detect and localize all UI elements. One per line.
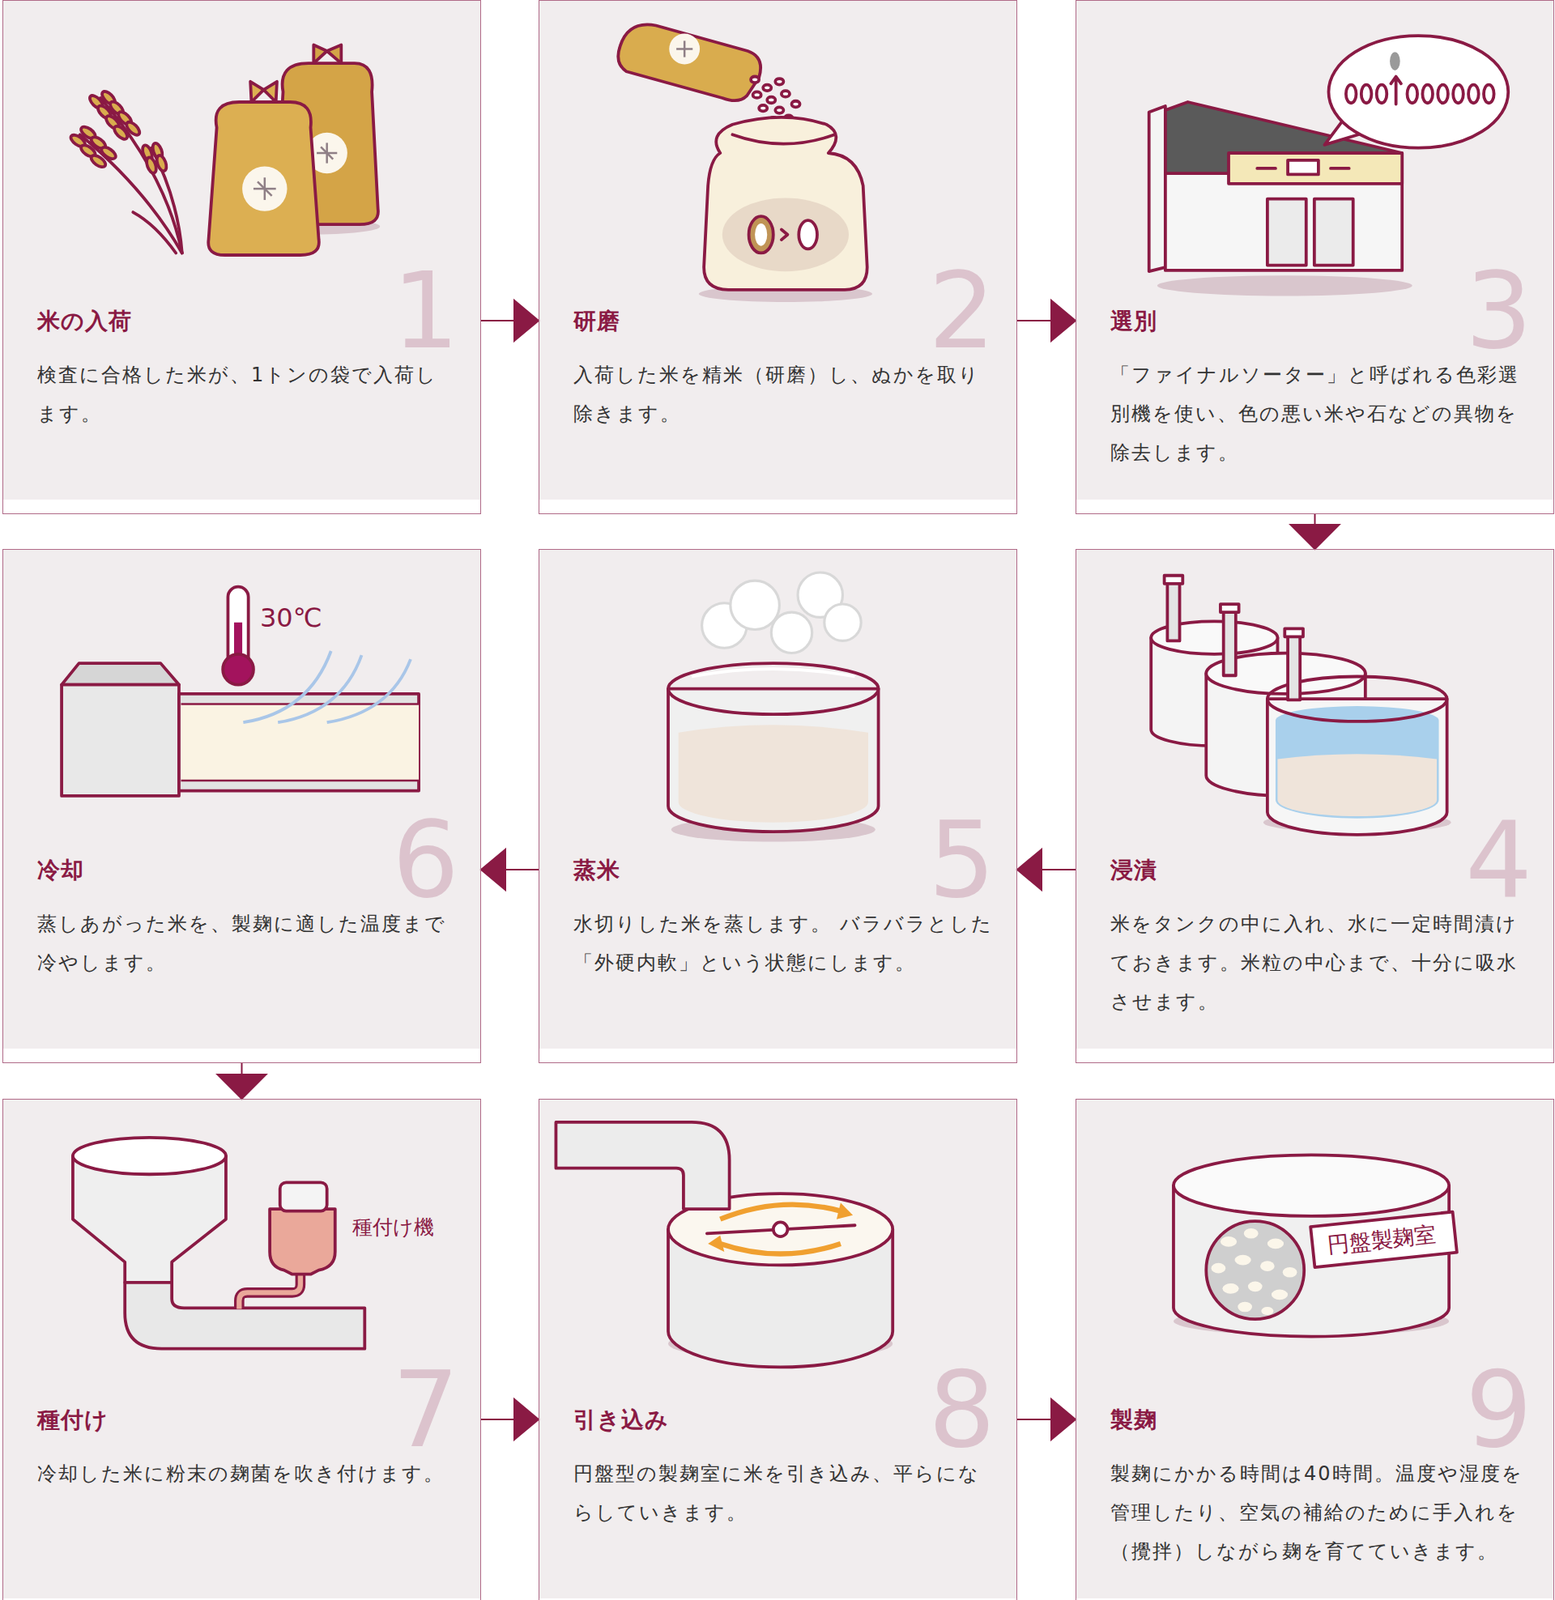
process-box: 7種付け冷却した米に粉末の麹菌を吹き付けます。 xyxy=(2,1099,482,1600)
cooling-picture xyxy=(61,587,419,797)
seeding-picture xyxy=(72,1137,365,1350)
step-description: 蒸しあがった米を、製麹に適した温度まで冷やします。 xyxy=(37,904,460,983)
process-box: 1米の入荷検査に合格した米が、1トンの袋で入荷します。 xyxy=(2,0,482,515)
polishing-picture xyxy=(617,24,873,303)
step-number: 5 xyxy=(928,819,996,901)
flow-arrow xyxy=(217,1063,267,1100)
step-description: 入荷した米を精米（研磨）し、ぬかを取り除きます。 xyxy=(573,355,996,434)
steaming-picture xyxy=(668,572,879,843)
rice-sacks-picture xyxy=(68,44,380,256)
process-box: 6冷却蒸しあがった米を、製麹に適した温度まで冷やします。 xyxy=(2,549,482,1064)
step-number: 6 xyxy=(391,819,460,901)
step-number: 7 xyxy=(391,1369,460,1451)
flow-arrow xyxy=(1017,1399,1076,1440)
step-heading: 引き込み xyxy=(573,1405,996,1436)
step-number: 1 xyxy=(391,270,460,352)
step-heading: 冷却 xyxy=(37,856,460,886)
step-heading: 選別 xyxy=(1110,306,1533,337)
flow-arrow xyxy=(1017,300,1076,341)
step-number: 8 xyxy=(928,1369,996,1451)
step-description: 米をタンクの中に入れ、水に一定時間漬けておきます。米粒の中心まで、十分に吸水させ… xyxy=(1110,904,1533,1022)
illustration-label: 種付け機 xyxy=(352,1214,435,1242)
step-number: 9 xyxy=(1465,1369,1533,1451)
step-description: 水切りした米を蒸します。 バラバラとした「外硬内軟」という状態にします。 xyxy=(573,904,996,983)
step-description: 検査に合格した米が、1トンの袋で入荷します。 xyxy=(37,355,460,434)
process-box: 2研磨入荷した米を精米（研磨）し、ぬかを取り除きます。 xyxy=(538,0,1018,515)
step-heading: 種付け xyxy=(37,1405,460,1436)
koji-room-picture xyxy=(1173,1154,1458,1337)
illustration-label: 30℃ xyxy=(259,601,323,636)
flow-arrow xyxy=(1017,849,1076,891)
sorter-picture xyxy=(1149,35,1509,296)
process-box: 3選別「ファイナルソーター」と呼ばれる色彩選別機を使い、色の悪い米や石などの異物… xyxy=(1075,0,1555,515)
flow-arrow xyxy=(481,1399,539,1440)
step-description: 「ファイナルソーター」と呼ばれる色彩選別機を使い、色の悪い米や石などの異物を除去… xyxy=(1110,355,1533,473)
step-number: 2 xyxy=(928,270,996,352)
step-number: 4 xyxy=(1465,819,1533,901)
flow-arrow xyxy=(1290,514,1340,550)
step-heading: 蒸米 xyxy=(573,856,996,886)
soaking-picture xyxy=(1150,575,1451,836)
process-box: 9製麹製麹にかかる時間は40時間。温度や湿度を管理したり、空気の補給のために手入… xyxy=(1075,1099,1555,1600)
process-box: 8引き込み円盤型の製麹室に米を引き込み、平らにならしていきます。 xyxy=(538,1099,1018,1600)
step-heading: 研磨 xyxy=(573,306,996,337)
step-heading: 米の入荷 xyxy=(37,306,460,337)
flow-arrow xyxy=(481,300,539,341)
step-description: 冷却した米に粉末の麹菌を吹き付けます。 xyxy=(37,1454,460,1494)
flow-arrow xyxy=(481,849,539,891)
step-description: 円盤型の製麹室に米を引き込み、平らにならしていきます。 xyxy=(573,1454,996,1533)
process-box: 4浸漬米をタンクの中に入れ、水に一定時間漬けておきます。米粒の中心まで、十分に吸… xyxy=(1075,549,1555,1064)
step-number: 3 xyxy=(1465,270,1533,352)
process-box: 5蒸米水切りした米を蒸します。 バラバラとした「外硬内軟」という状態にします。 xyxy=(538,549,1018,1064)
drawing-in-picture xyxy=(555,1122,893,1368)
step-heading: 製麹 xyxy=(1110,1405,1533,1436)
step-description: 製麹にかかる時間は40時間。温度や湿度を管理したり、空気の補給のために手入れを（… xyxy=(1110,1454,1533,1572)
step-heading: 浸漬 xyxy=(1110,856,1533,886)
